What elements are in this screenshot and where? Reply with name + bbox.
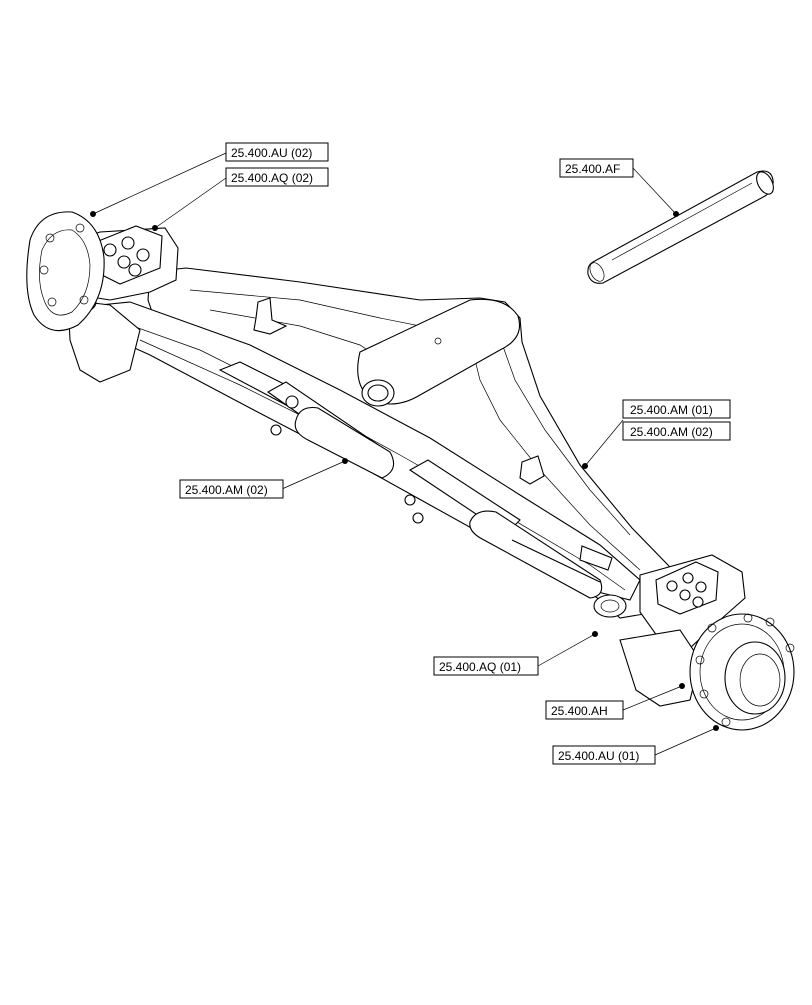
callout-aq01-text: 25.400.AQ (01) bbox=[439, 660, 521, 674]
axle-beam bbox=[26, 211, 795, 731]
callout-am02-right-text: 25.400.AM (02) bbox=[630, 425, 713, 439]
callout-am02-left-text: 25.400.AM (02) bbox=[185, 483, 268, 497]
callout-ah: 25.400.AH bbox=[545, 700, 624, 720]
callout-am01: 25.400.AM (01) bbox=[622, 399, 731, 419]
callout-au01-text: 25.400.AU (01) bbox=[558, 749, 639, 763]
callout-af-text: 25.400.AF bbox=[565, 162, 620, 176]
callout-am02-right: 25.400.AM (02) bbox=[622, 421, 731, 441]
callout-af: 25.400.AF bbox=[559, 158, 634, 178]
callout-am01-text: 25.400.AM (01) bbox=[630, 403, 713, 417]
callout-am02-left: 25.400.AM (02) bbox=[179, 479, 284, 499]
callout-au01: 25.400.AU (01) bbox=[552, 745, 656, 765]
callout-au02-text: 25.400.AU (02) bbox=[231, 146, 312, 160]
callout-aq02: 25.400.AQ (02) bbox=[225, 167, 329, 187]
callout-aq01: 25.400.AQ (01) bbox=[433, 656, 539, 676]
callout-aq02-text: 25.400.AQ (02) bbox=[231, 171, 313, 185]
callout-ah-text: 25.400.AH bbox=[551, 704, 608, 718]
leader-lines bbox=[90, 152, 719, 756]
callout-au02: 25.400.AU (02) bbox=[225, 142, 329, 162]
pin-part bbox=[587, 170, 774, 284]
